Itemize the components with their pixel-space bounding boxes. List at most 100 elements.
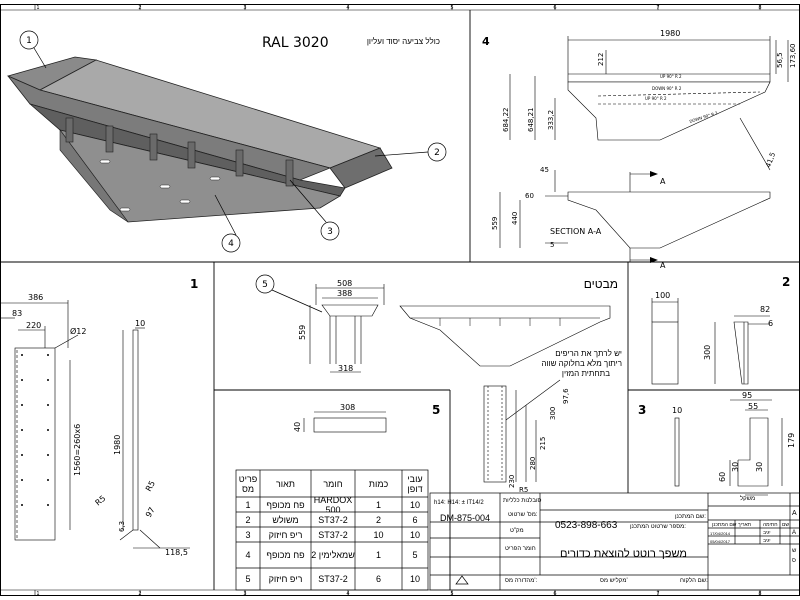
catalog-label: מק"ט	[510, 528, 524, 534]
bom-r2-material: ST37-2	[318, 514, 348, 525]
bom-r1-material: HARDOX 500	[313, 497, 353, 512]
v4-dim-60: 60	[525, 192, 534, 200]
view-3	[674, 399, 783, 496]
v4-dim-440: 440	[511, 212, 519, 225]
revision-triangle-icon	[455, 575, 469, 585]
bom-r1-thickness: 10	[409, 499, 420, 510]
v4-section-label: SECTION A-A	[550, 227, 602, 236]
bom-table-grid	[235, 469, 429, 591]
v1-dim-220: 220	[26, 321, 41, 330]
v5-dim-308: 308	[340, 403, 355, 412]
grid-label-bottom-4: 4	[346, 591, 349, 597]
v4-dim-41: 41,5	[764, 151, 777, 168]
bom-header-qty: כמות	[368, 478, 389, 489]
v4-dim-333: 333,2	[547, 110, 555, 130]
mid-side-dim-280: 280	[529, 457, 537, 470]
grid-label-top-2: 2	[138, 5, 141, 11]
rev-r2-date: 05/04/2017	[710, 539, 731, 544]
bom-header-description: תאור	[275, 478, 295, 489]
balloon-5: 5	[262, 280, 268, 290]
rev-header-2: תאריך	[738, 522, 752, 528]
edition-label: מהדורה מס':	[505, 578, 538, 584]
bom-header-material: חומר	[323, 478, 343, 489]
drawing-number: DM-875-004	[440, 513, 491, 523]
phone-number: 0523-898-663	[555, 520, 618, 531]
rev-side-4: ס	[792, 558, 796, 564]
grid-label-top-4: 4	[346, 5, 349, 11]
bom-r5-thickness: 10	[409, 574, 420, 584]
v4-dim-56: 56,5	[776, 52, 784, 68]
v1-dim-386: 386	[28, 293, 43, 302]
mid-note-1: יש לרתך את הריפים	[555, 349, 622, 358]
v4-dim-648: 648,21	[527, 108, 535, 133]
v4-dim-559: 559	[491, 217, 499, 230]
isometric-view	[6, 56, 393, 223]
v4-dim-1980: 1980	[660, 29, 680, 38]
rev-r2-name: יגיב	[763, 538, 771, 544]
grid-label-top-3: 3	[243, 5, 246, 11]
grid-label-top-8: 8	[758, 5, 761, 11]
v4-dim-173: 173,60	[789, 44, 797, 69]
mid-dim-388: 388	[337, 289, 352, 298]
v3-dim-95: 95	[742, 391, 752, 400]
v1-dim-97: 97	[144, 506, 157, 519]
v4-dim-45: 45	[540, 166, 549, 174]
balloon-2: 2	[434, 148, 440, 158]
bom-r2-qty: 2	[375, 514, 381, 525]
mid-side-dim-97: 97,6	[562, 388, 570, 404]
view-4-number: 4	[482, 35, 490, 48]
client-name-label: שם הלקוח:	[680, 578, 708, 584]
tolerance-value: h14: H14: ± IT14/2	[434, 500, 484, 506]
v1-dim-83: 83	[12, 309, 22, 318]
bom-r3-description: ריפ חיזוק	[268, 529, 303, 540]
material-label: חומר הפריט	[505, 546, 536, 552]
view-2	[651, 298, 770, 385]
bom-r5-description: ריפ חיזוק	[268, 574, 303, 584]
view-4	[499, 36, 789, 262]
bom-r5-material: ST37-2	[318, 574, 348, 584]
balloon-3: 3	[327, 227, 333, 237]
drawing-no-label: מס' שרטוט:	[508, 512, 538, 518]
bom-r1-description: פח מכופף	[266, 499, 305, 510]
mid-dim-508: 508	[337, 279, 352, 288]
view-5	[303, 411, 387, 433]
bom-r4-description: פח מכופף	[266, 550, 305, 560]
rev-r1-name: יגיב	[763, 530, 771, 536]
bom-r2-description: משולש	[272, 514, 299, 525]
v1-dim-o12: Ø12	[70, 326, 86, 336]
date-label: מקליש מס'	[600, 578, 628, 584]
v3-dim-60: 60	[718, 472, 727, 482]
rev-header-1: שם המתכנן	[712, 522, 737, 528]
bom-r3-material: ST37-2	[318, 529, 348, 540]
v4-section-mark-top: A	[660, 177, 666, 186]
rev-side-1: A	[792, 510, 797, 517]
bom-r3-qty: 10	[373, 529, 384, 540]
balloon-1: 1	[26, 36, 32, 46]
designer-label: שם המתכנן:	[675, 514, 706, 520]
bom-r3-thickness: 10	[409, 529, 420, 540]
paint-note: כולל צביעה יסוד ועליון	[367, 37, 440, 46]
weight-label: משקל	[740, 496, 756, 502]
v4-note-2: DOWN 90° R 2	[652, 86, 682, 91]
view-1	[0, 300, 190, 549]
v4-dim-212: 212	[597, 53, 605, 66]
view-3-number: 3	[638, 403, 646, 417]
balloon-4: 4	[228, 239, 234, 249]
v4-note-1: UP 90° R 2	[660, 74, 682, 79]
grid-label-bottom-6: 6	[553, 591, 556, 597]
v3-dim-179: 179	[787, 433, 796, 448]
bom-r2-item: 2	[245, 514, 251, 525]
bom-r5-item: 5	[245, 574, 251, 584]
v4-dim-684: 684,22	[502, 108, 510, 133]
mid-note-3: בתחתית המזין	[562, 369, 610, 378]
bom-header-item: פריט מס	[238, 473, 258, 494]
bom-r5-qty: 6	[375, 574, 381, 584]
grid-label-bottom-7: 7	[656, 591, 659, 597]
grid-label-bottom-3: 3	[243, 591, 246, 597]
v3-dim-30-a: 30	[731, 462, 740, 472]
mid-dim-559: 559	[298, 325, 307, 340]
grid-label-top-6: 6	[553, 5, 556, 11]
v3-dim-30-b: 30	[755, 462, 764, 472]
v2-dim-100: 100	[655, 291, 670, 300]
bom-r3-item: 3	[245, 529, 251, 540]
